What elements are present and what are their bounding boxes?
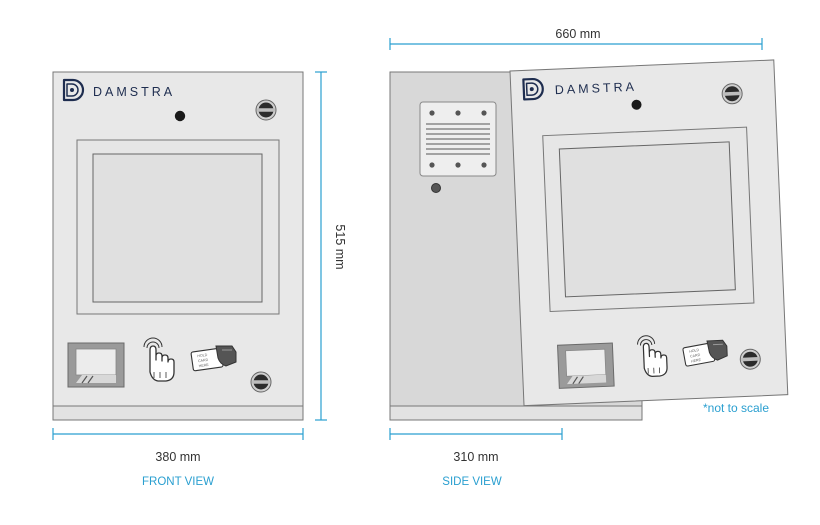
vent-grille-icon [419, 101, 497, 177]
side-depth-label: 310 mm [453, 450, 498, 464]
touch-screen [558, 141, 736, 298]
side-brand-label: DAMSTRA [555, 80, 638, 97]
front-width-label: 380 mm [155, 450, 200, 464]
camera-lens-icon [174, 110, 186, 122]
front-view: DAMSTRA HOLD CARD HERE [52, 71, 304, 421]
side-door-panel: DAMSTRA HOLD CARD HERE [509, 59, 789, 407]
card-label: CARD [690, 353, 701, 359]
side-view: DAMSTRA HOLD CARD HERE [389, 59, 789, 421]
front-width-dimension: 380 mm [52, 428, 304, 464]
not-to-scale-note: *not to scale [703, 401, 769, 415]
side-depth-dimension: 310 mm [389, 428, 563, 464]
front-height-label: 515 mm [333, 224, 347, 269]
keylock-icon [739, 348, 762, 371]
card-label: HOLD [197, 353, 208, 358]
front-base [52, 405, 304, 421]
side-view-caption: SIDE VIEW [442, 476, 502, 488]
fingerprint-scanner-icon [67, 342, 125, 388]
side-base [389, 405, 643, 421]
total-width-label: 660 mm [555, 27, 600, 41]
front-view-caption: FRONT VIEW [142, 476, 214, 488]
fingerprint-scanner-icon [556, 342, 615, 389]
card-label: HERE [691, 358, 702, 364]
front-height-dimension: 515 mm [315, 71, 347, 421]
front-brand-label: DAMSTRA [93, 85, 175, 99]
card-label: HOLD [689, 348, 700, 354]
side-button-icon [431, 183, 441, 193]
touch-screen [92, 153, 263, 303]
keylock-icon [721, 82, 744, 105]
card-label: CARD [198, 358, 209, 363]
camera-lens-icon [631, 99, 642, 110]
total-width-dimension: 660 mm [389, 27, 763, 50]
keylock-icon [255, 99, 277, 121]
keylock-icon [250, 371, 272, 393]
card-label: HERE [199, 363, 210, 368]
